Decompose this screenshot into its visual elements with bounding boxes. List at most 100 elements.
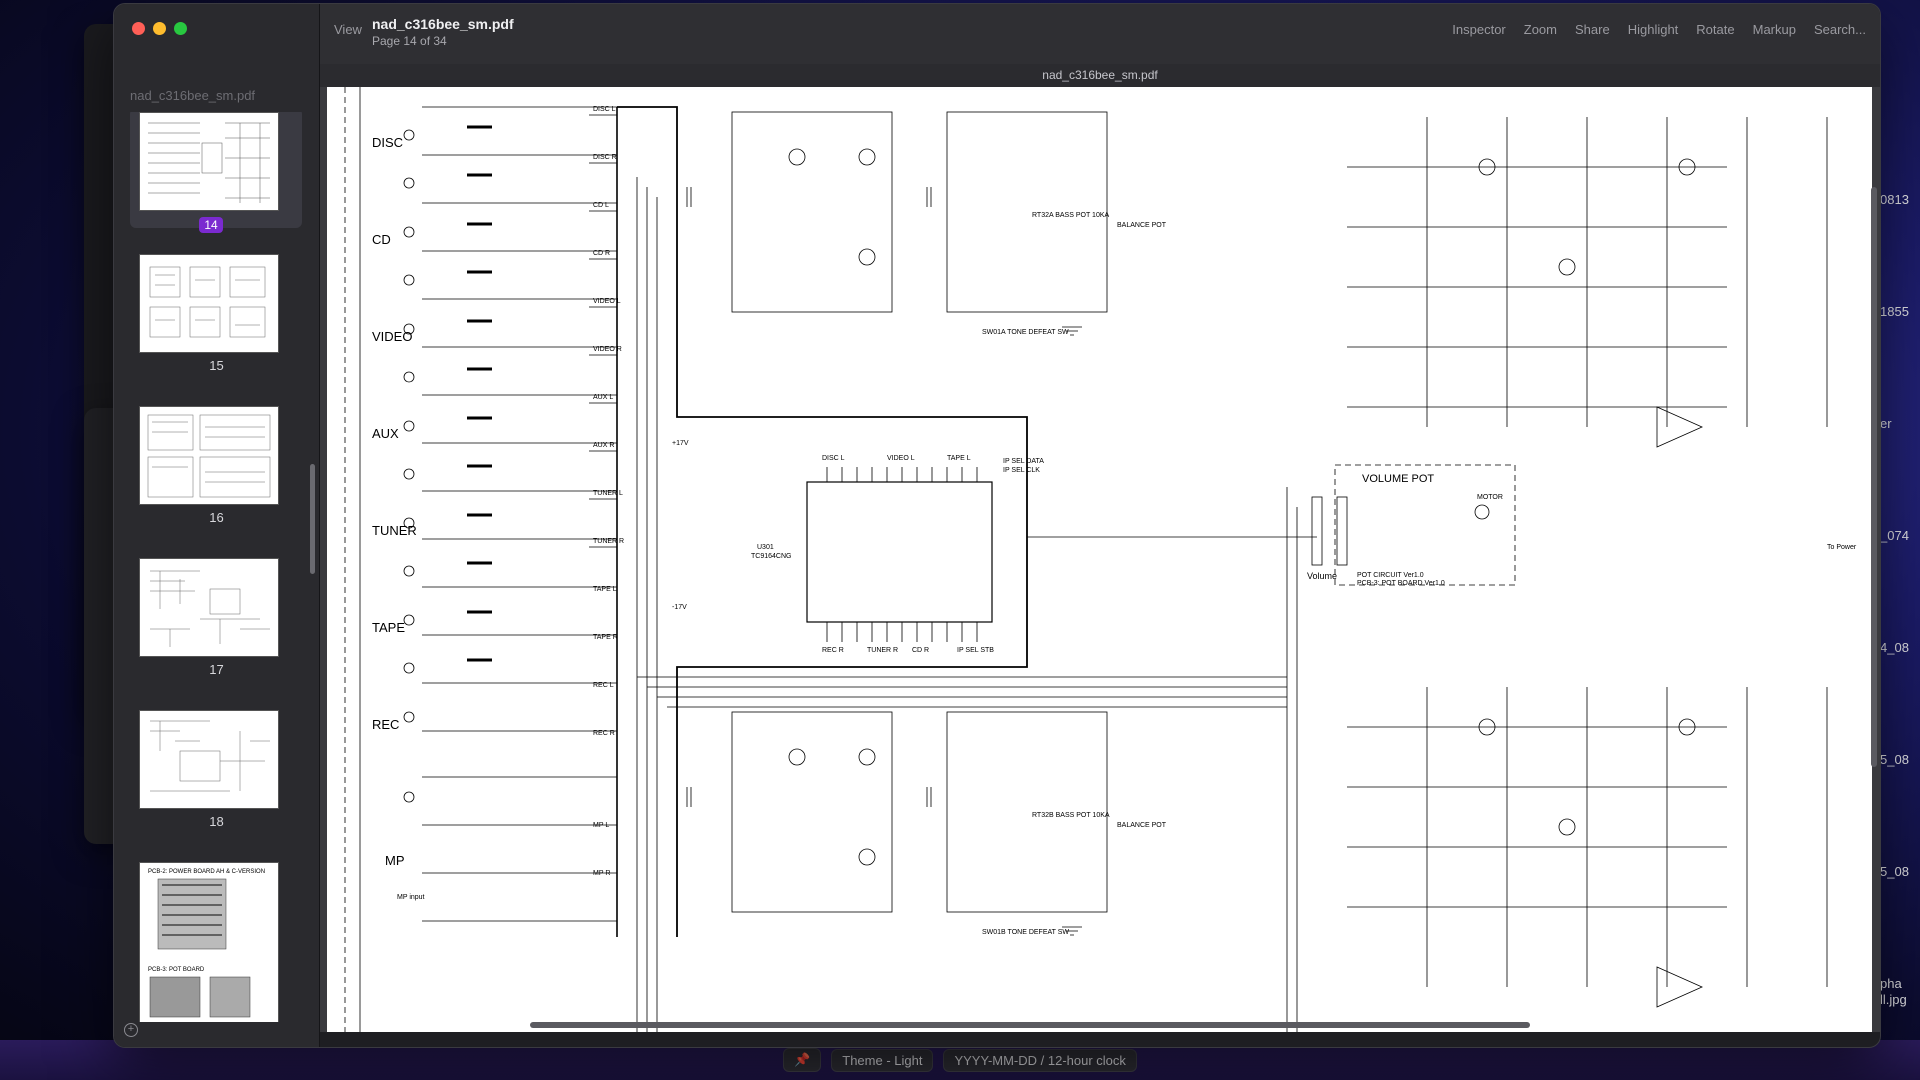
- line-label: REC R: [593, 730, 615, 737]
- input-label-cd: CD: [372, 232, 391, 247]
- desktop-label[interactable]: 5_08: [1880, 864, 1909, 879]
- thumbnail-page-14[interactable]: [139, 112, 279, 211]
- thumbnail-label: 15: [209, 358, 224, 373]
- desktop-label[interactable]: er: [1880, 416, 1892, 431]
- window-controls: [132, 22, 187, 35]
- motor-label: MOTOR: [1477, 494, 1503, 501]
- ic-pin-label: TAPE L: [947, 455, 971, 462]
- sidebar: nad_c316bee_sm.pdf 14 15: [114, 4, 320, 1047]
- thumbnail-page-17[interactable]: [139, 558, 279, 657]
- line-label: CD L: [593, 202, 609, 209]
- bass-pot-label: RT32A BASS POT 10KA: [1032, 212, 1110, 219]
- input-label-disc: DISC: [372, 135, 403, 150]
- input-label-video: VIDEO: [372, 329, 412, 344]
- ic-pin-label: VIDEO L: [887, 455, 915, 462]
- desktop-label[interactable]: pha: [1880, 976, 1902, 991]
- document-title: nad_c316bee_sm.pdf: [372, 16, 514, 32]
- supply-label: -17V: [672, 604, 687, 611]
- thumbnail-page-15[interactable]: [139, 254, 279, 353]
- close-button[interactable]: [132, 22, 145, 35]
- rotate-button[interactable]: Rotate: [1696, 22, 1735, 37]
- ic-pin-label: IP SEL STB: [957, 647, 994, 654]
- input-label-mp: MP: [385, 853, 405, 868]
- document-vertical-scrollbar[interactable]: [1871, 187, 1877, 767]
- preview-window: nad_c316bee_sm.pdf 14 15: [113, 3, 1881, 1048]
- zoom-button[interactable]: [174, 22, 187, 35]
- pcb-thumb-title: PCB-2: POWER BOARD AH & C-VERSION: [148, 869, 265, 875]
- date-format-chip[interactable]: YYYY-MM-DD / 12-hour clock: [943, 1048, 1137, 1072]
- tone-defeat-label: SW01B TONE DEFEAT SW: [982, 929, 1069, 936]
- thumbnail-page-19[interactable]: PCB-2: POWER BOARD AH & C-VERSION PCB-3:…: [139, 862, 279, 1022]
- thumbnail-page-18[interactable]: [139, 710, 279, 809]
- volume-pot-title: VOLUME POT: [1362, 473, 1434, 485]
- input-label-tape: TAPE: [372, 620, 405, 635]
- markup-button[interactable]: Markup: [1752, 22, 1796, 37]
- thumbnail-list[interactable]: 14 15 16: [114, 112, 319, 1022]
- bass-pot-label: RT32B BASS POT 10KA: [1032, 812, 1110, 819]
- line-label: AUX R: [593, 442, 614, 449]
- schematic-drawing: DISC CD VIDEO AUX TUNER TAPE REC MP DISC…: [344, 87, 1857, 1032]
- balance-pot-label: BALANCE POT: [1117, 822, 1167, 829]
- supply-label: +17V: [672, 440, 689, 447]
- desktop-label[interactable]: ll.jpg: [1880, 992, 1907, 1007]
- ic-pin-label: DISC L: [822, 455, 845, 462]
- thumbnail-label: 17: [209, 662, 224, 677]
- balance-pot-label: BALANCE POT: [1117, 222, 1167, 229]
- pin-icon[interactable]: 📌: [783, 1048, 822, 1072]
- to-power-label: To Power: [1827, 544, 1857, 551]
- mp-input-label: MP input: [397, 894, 425, 901]
- line-label: AUX L: [593, 394, 613, 401]
- pcb-thumb-title: PCB-3: POT BOARD: [148, 967, 205, 973]
- line-label: TUNER L: [593, 490, 623, 497]
- document-view[interactable]: DISC CD VIDEO AUX TUNER TAPE REC MP DISC…: [320, 87, 1880, 1032]
- document-horizontal-scrollbar[interactable]: [530, 1022, 1530, 1028]
- theme-chip[interactable]: Theme - Light: [831, 1048, 934, 1072]
- thumbnail-page-16[interactable]: [139, 406, 279, 505]
- share-button[interactable]: Share: [1575, 22, 1610, 37]
- line-label: VIDEO R: [593, 346, 622, 353]
- search-field[interactable]: Search...: [1813, 22, 1866, 37]
- line-label: MP L: [593, 822, 609, 829]
- sidebar-filename: nad_c316bee_sm.pdf: [130, 88, 256, 103]
- ic-pin-label: TUNER R: [867, 647, 898, 654]
- ic-name: U301: [757, 544, 774, 551]
- page-indicator: Page 14 of 34: [372, 34, 447, 48]
- line-label: TAPE L: [593, 586, 617, 593]
- highlight-button[interactable]: Highlight: [1627, 22, 1679, 37]
- desktop-label[interactable]: 4_08: [1880, 640, 1909, 655]
- ip-sel-clk-label: IP SEL CLK: [1003, 467, 1040, 474]
- document-header: nad_c316bee_sm.pdf: [320, 64, 1880, 87]
- add-icon[interactable]: +: [124, 1023, 138, 1037]
- ic-part: TC9164CNG: [751, 553, 791, 560]
- ic-pin-label: CD R: [912, 647, 929, 654]
- thumbnail-label: 16: [209, 510, 224, 525]
- minimize-button[interactable]: [153, 22, 166, 35]
- toolbar-actions: Inspector Zoom Share Highlight Rotate Ma…: [1452, 22, 1866, 37]
- input-label-rec: REC: [372, 717, 399, 732]
- line-label: DISC R: [593, 154, 617, 161]
- page-badge: 14: [199, 217, 223, 233]
- ic-pin-label: REC R: [822, 647, 844, 654]
- desktop-label[interactable]: 1855: [1880, 304, 1909, 319]
- pot-board-label: PCB-3: POT BOARD Ver1.0: [1357, 580, 1445, 587]
- zoom-button[interactable]: Zoom: [1523, 22, 1557, 37]
- line-label: DISC L: [593, 106, 616, 113]
- line-label: TUNER R: [593, 538, 624, 545]
- line-label: TAPE R: [593, 634, 618, 641]
- desktop-label[interactable]: 0813: [1880, 192, 1909, 207]
- desktop-label[interactable]: _074: [1880, 528, 1909, 543]
- inspector-button[interactable]: Inspector: [1452, 22, 1506, 37]
- sidebar-scrollbar[interactable]: [310, 464, 315, 574]
- input-label-aux: AUX: [372, 426, 399, 441]
- line-label: VIDEO L: [593, 298, 621, 305]
- thumbnail-label: 18: [209, 814, 224, 829]
- line-label: CD R: [593, 250, 610, 257]
- pot-circuit-label: POT CIRCUIT Ver1.0: [1357, 572, 1424, 579]
- view-menu-button[interactable]: View: [334, 22, 362, 37]
- input-label-tuner: TUNER: [372, 523, 417, 538]
- line-label: MP R: [593, 870, 610, 877]
- pdf-page[interactable]: DISC CD VIDEO AUX TUNER TAPE REC MP DISC…: [327, 87, 1872, 1032]
- toolbar: View nad_c316bee_sm.pdf Page 14 of 34 In…: [320, 4, 1880, 65]
- desktop-label[interactable]: 5_08: [1880, 752, 1909, 767]
- volume-label: Volume: [1307, 571, 1337, 581]
